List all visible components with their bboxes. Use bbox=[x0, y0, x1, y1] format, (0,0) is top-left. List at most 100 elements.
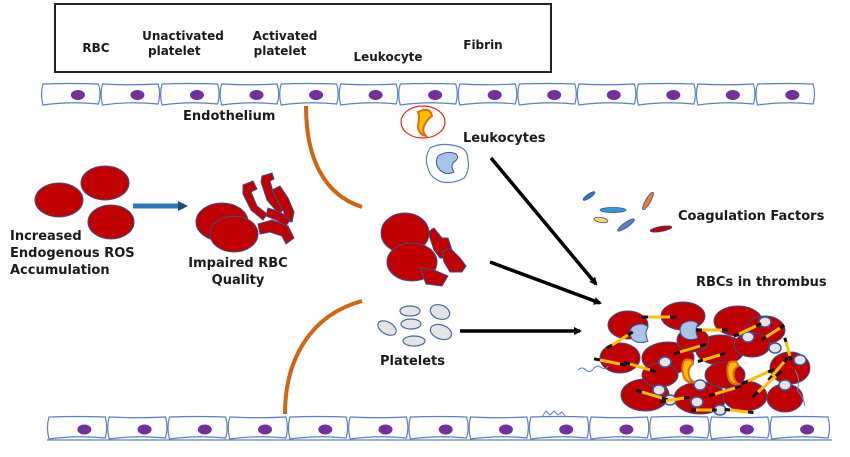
nucleus bbox=[318, 424, 333, 435]
endothelial-cell bbox=[649, 415, 710, 440]
nucleus bbox=[189, 90, 204, 100]
leukocyte bbox=[679, 320, 699, 341]
fibrin-strand bbox=[623, 360, 657, 374]
fibrin-strand bbox=[760, 324, 786, 341]
fibrin-strand bbox=[660, 395, 690, 404]
thrombus bbox=[541, 301, 811, 418]
fibrin-strand bbox=[673, 342, 707, 356]
impaired-rbc-group bbox=[195, 172, 295, 253]
fibrin-strand bbox=[708, 384, 742, 398]
rbc bbox=[87, 204, 135, 240]
activated-platelet bbox=[778, 379, 792, 391]
activated-platelet bbox=[741, 331, 755, 343]
nucleus bbox=[498, 424, 513, 435]
endothelial-cell bbox=[338, 83, 399, 106]
tissue-strand bbox=[794, 369, 806, 407]
endothelial-cell bbox=[528, 415, 590, 440]
endothelial-cell bbox=[167, 415, 228, 440]
label-ros-line1: Increased bbox=[10, 229, 82, 244]
nucleus bbox=[249, 90, 264, 100]
label-ros-line2: Endogenous ROS bbox=[10, 246, 135, 261]
legend-label-leukocyte: Leukocyte bbox=[353, 50, 423, 64]
fibrin-strand bbox=[593, 357, 627, 367]
fibrin-strand bbox=[751, 370, 783, 398]
nucleus bbox=[785, 90, 800, 100]
endothelial-cell bbox=[219, 83, 280, 106]
nucleus bbox=[800, 424, 815, 435]
nucleus bbox=[309, 90, 324, 100]
endothelial-cell bbox=[227, 416, 289, 440]
endothelial-cell bbox=[517, 82, 577, 106]
platelet-group bbox=[377, 303, 453, 347]
endothelial-cell bbox=[636, 82, 697, 106]
rbc bbox=[34, 182, 84, 218]
activated-cell bbox=[681, 358, 696, 384]
nucleus bbox=[725, 90, 740, 100]
rbc bbox=[80, 165, 130, 201]
nucleus bbox=[378, 424, 393, 435]
arrow-leukocytes-to-thrombus bbox=[489, 156, 598, 286]
legend bbox=[54, 3, 552, 73]
endothelial-cell bbox=[46, 415, 108, 440]
rbc bbox=[641, 362, 679, 388]
nucleus bbox=[368, 90, 383, 100]
endothelial-cell bbox=[769, 415, 831, 440]
activated-platelet bbox=[690, 396, 704, 408]
legend-label-unactivated-line2: platelet bbox=[148, 44, 201, 58]
fibrin-strand bbox=[783, 337, 793, 361]
nucleus bbox=[606, 90, 621, 100]
legend-label-fibrin: Fibrin bbox=[463, 38, 503, 52]
nucleus bbox=[428, 90, 443, 100]
endothelial-cell bbox=[100, 83, 161, 106]
fibrin-strand bbox=[733, 322, 762, 338]
label-platelets: Platelets bbox=[380, 354, 446, 369]
label-leukocytes: Leukocytes bbox=[463, 131, 546, 146]
activated-cell bbox=[726, 360, 741, 386]
endothelial-cell bbox=[398, 82, 458, 106]
leukocyte bbox=[425, 143, 470, 184]
nucleus bbox=[619, 424, 634, 435]
activated-platelet bbox=[658, 356, 672, 368]
nucleus bbox=[559, 424, 574, 435]
nucleus bbox=[679, 424, 694, 435]
endothelial-cell bbox=[287, 415, 349, 440]
legend-label-rbc: RBC bbox=[82, 41, 110, 55]
legend-label-activated-line2: platelet bbox=[253, 44, 307, 58]
damaged-rbc-cluster bbox=[380, 212, 467, 287]
endothelial-cell bbox=[709, 416, 770, 440]
vessel-wall-curve-top bbox=[304, 105, 363, 209]
nucleus bbox=[130, 90, 145, 100]
endothelium-top bbox=[40, 82, 816, 106]
fibrin-strand bbox=[741, 367, 775, 386]
nucleus bbox=[487, 90, 502, 100]
nucleus bbox=[258, 424, 273, 435]
coagulation-factors bbox=[582, 191, 673, 233]
vessel-wall-curve-bottom bbox=[283, 299, 363, 415]
label-impaired-line2: Quality bbox=[211, 273, 265, 288]
endothelial-cell bbox=[695, 83, 756, 106]
legend-label-unactivated-line1: Unactivated bbox=[142, 29, 224, 43]
nucleus bbox=[739, 424, 754, 435]
endothelial-cell bbox=[107, 416, 168, 440]
healthy-rbc-group bbox=[34, 165, 135, 240]
legend-label-activated-line1: Activated bbox=[252, 29, 318, 43]
endothelial-cell bbox=[755, 82, 816, 106]
nucleus bbox=[666, 90, 681, 100]
nucleus bbox=[438, 424, 453, 435]
endothelial-cell bbox=[576, 83, 637, 106]
endothelial-cell bbox=[588, 416, 650, 440]
activated-platelet bbox=[758, 316, 772, 328]
fibrin-strand bbox=[606, 330, 634, 350]
tissue-strand bbox=[541, 410, 567, 418]
fibrin-strand bbox=[697, 352, 726, 363]
nucleus bbox=[547, 90, 562, 100]
tissue-strand bbox=[577, 365, 609, 373]
label-impaired-line1: Impaired RBC bbox=[188, 256, 288, 271]
nucleus bbox=[70, 90, 85, 100]
activated-platelet bbox=[693, 379, 707, 391]
fibrin-strand bbox=[724, 407, 754, 415]
nucleus bbox=[197, 424, 212, 435]
activated-platelet bbox=[793, 354, 807, 366]
activated-platelet bbox=[652, 384, 666, 396]
